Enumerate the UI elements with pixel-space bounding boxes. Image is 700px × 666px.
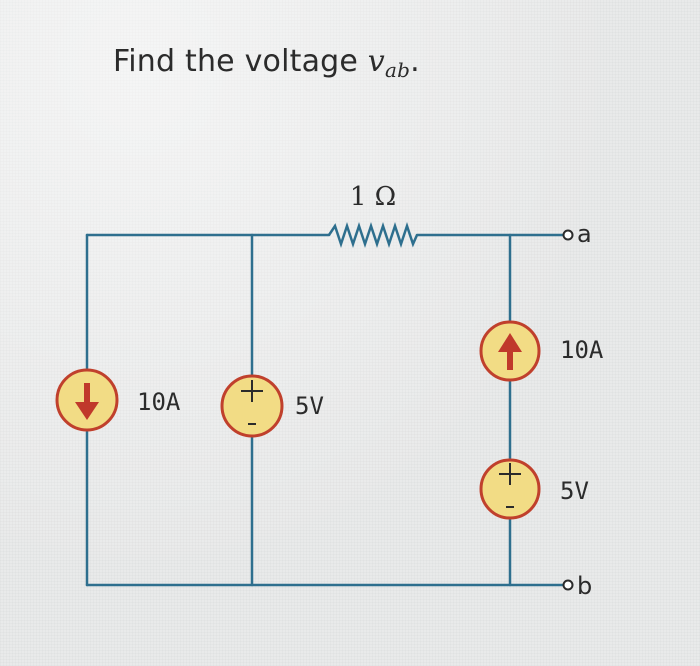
terminal-a-label: a (577, 220, 592, 248)
plus-minus-icon (499, 463, 521, 508)
question-prefix: Find the voltage (113, 44, 368, 79)
question-suffix: . (410, 44, 420, 79)
wires (85, 233, 566, 587)
voltage-source-right (479, 458, 541, 520)
voltage-variable: v (367, 44, 385, 79)
arrow-down-icon (75, 383, 99, 420)
voltage-subscript: ab (384, 58, 411, 82)
terminal-a-node (562, 229, 574, 241)
right-current-label: 10A (560, 336, 604, 364)
terminal-b-node (562, 579, 574, 591)
voltage-source-left (220, 374, 284, 438)
current-source-right (479, 320, 541, 382)
terminal-b-label: b (577, 572, 592, 600)
arrow-up-icon (498, 333, 522, 370)
right-voltage-label: 5V (560, 477, 589, 505)
left-current-label: 10A (137, 388, 181, 416)
resistor-label: 1 Ω (350, 182, 396, 212)
current-source-left (55, 368, 119, 432)
resistor-1-ohm (327, 222, 419, 248)
left-voltage-label: 5V (295, 392, 324, 420)
problem-statement: Find the voltage vab. (113, 44, 420, 82)
plus-minus-icon (241, 380, 263, 425)
